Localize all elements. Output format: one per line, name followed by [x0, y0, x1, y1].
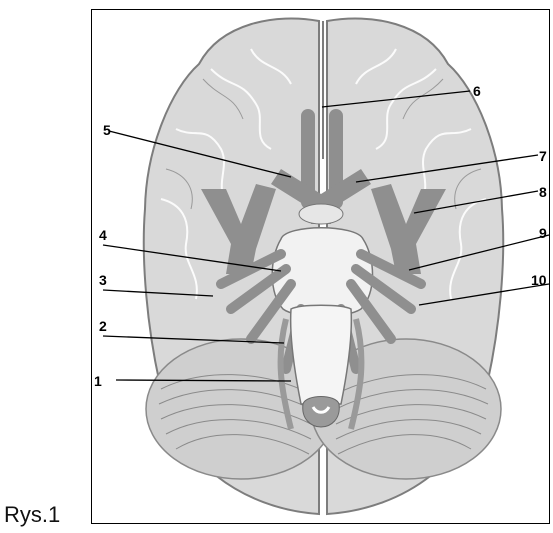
label-1: 1 [94, 373, 102, 389]
pituitary [299, 204, 343, 224]
label-7: 7 [539, 148, 547, 164]
label-3: 3 [99, 272, 107, 288]
label-10: 10 [531, 272, 547, 288]
label-6: 6 [473, 83, 481, 99]
label-2: 2 [99, 318, 107, 334]
label-5: 5 [103, 122, 111, 138]
label-9: 9 [539, 225, 547, 241]
brain-diagram: 1 2 3 4 5 6 7 8 9 10 [91, 9, 550, 524]
label-4: 4 [99, 227, 107, 243]
figure-caption: Rys.1 [4, 502, 60, 528]
label-8: 8 [539, 184, 547, 200]
medulla [291, 305, 352, 404]
